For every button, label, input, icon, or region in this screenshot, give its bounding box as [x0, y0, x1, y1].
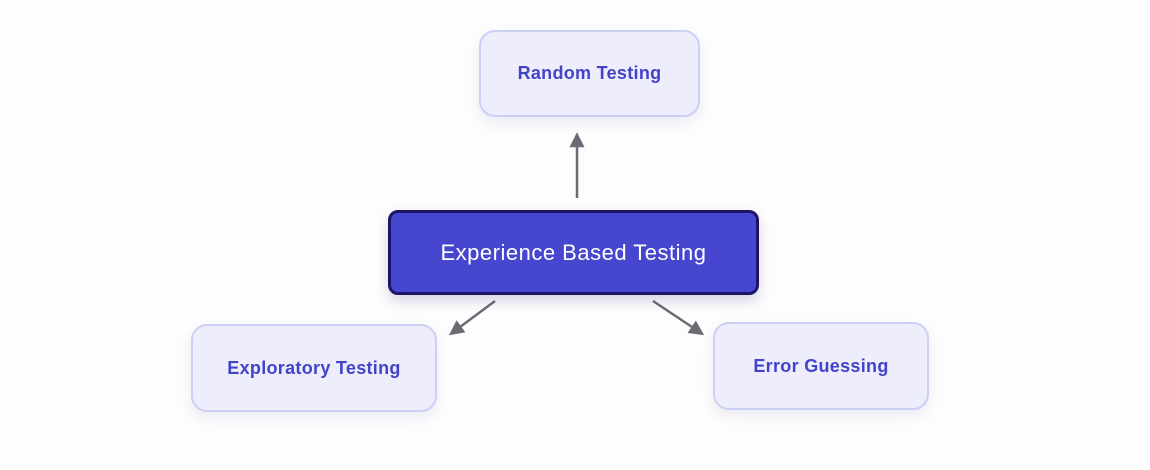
node-error-guessing: Error Guessing: [713, 322, 929, 410]
node-random-testing: Random Testing: [479, 30, 700, 117]
node-experience-based-testing-label: Experience Based Testing: [440, 239, 707, 265]
edge-center-to-bottom-left: [448, 299, 496, 336]
node-error-guessing-label: Error Guessing: [753, 355, 889, 376]
node-experience-based-testing: Experience Based Testing: [388, 210, 759, 295]
node-exploratory-testing: Exploratory Testing: [191, 324, 437, 412]
edge-center-to-bottom-right: [652, 299, 705, 336]
node-exploratory-testing-label: Exploratory Testing: [227, 357, 401, 378]
node-random-testing-label: Random Testing: [517, 63, 662, 83]
